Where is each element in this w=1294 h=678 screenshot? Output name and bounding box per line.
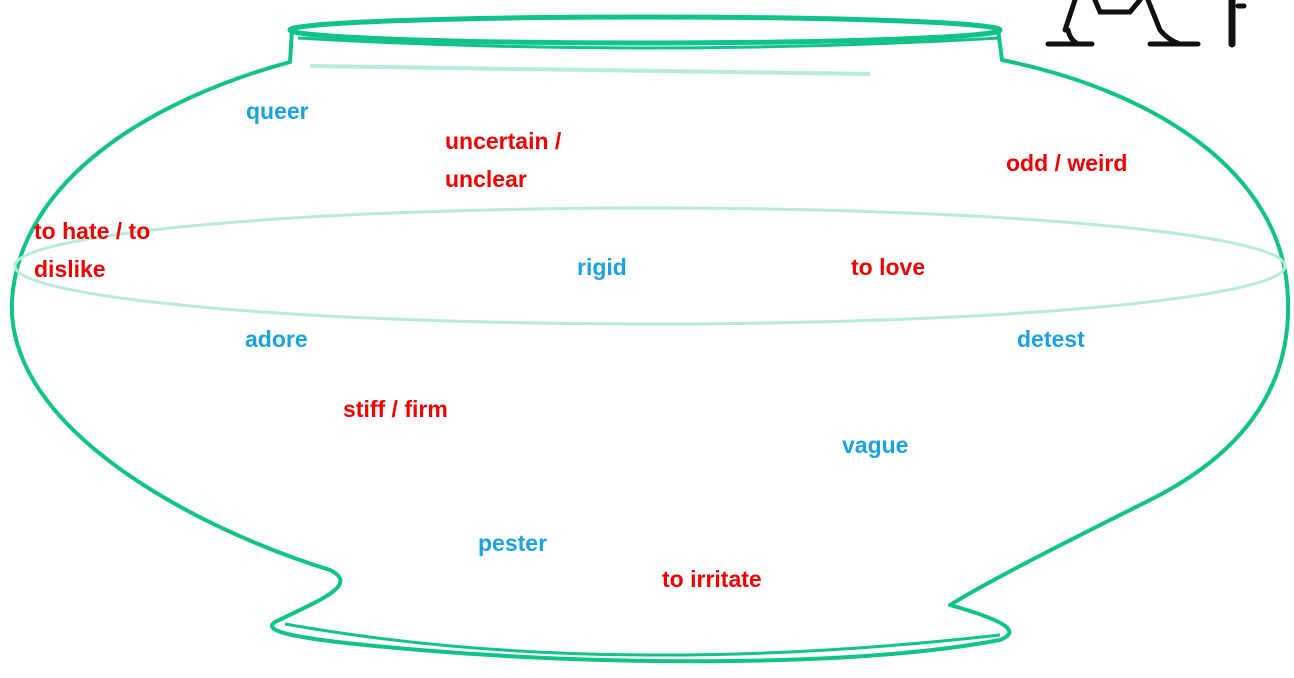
word-adore[interactable]: adore — [245, 326, 308, 352]
word-vague[interactable]: vague — [842, 432, 909, 458]
word-pester[interactable]: pester — [478, 530, 548, 556]
word-to-hate[interactable]: to hate / to dislike — [34, 212, 150, 288]
bowl-rim-inner — [297, 36, 1001, 50]
word-uncertain-line1: uncertain / — [445, 128, 562, 154]
word-uncertain-line2: unclear — [445, 166, 527, 192]
word-uncertain[interactable]: uncertain / unclear — [445, 122, 561, 198]
word-to-hate-line2: dislike — [34, 256, 106, 282]
word-stiff-firm[interactable]: stiff / firm — [343, 396, 448, 422]
word-to-hate-line1: to hate / to — [34, 218, 151, 244]
word-odd-weird[interactable]: odd / weird — [1006, 150, 1128, 176]
word-queer[interactable]: queer — [246, 98, 309, 124]
bowl-rim-shadow — [309, 64, 871, 76]
word-to-irritate[interactable]: to irritate — [662, 566, 762, 592]
word-detest[interactable]: detest — [1017, 326, 1085, 352]
bowl-base-inner — [284, 622, 1001, 657]
word-to-love[interactable]: to love — [851, 254, 926, 280]
bowl-rim-top — [287, 14, 1003, 46]
cartoon-feet-figure — [1045, 0, 1247, 48]
word-rigid[interactable]: rigid — [577, 254, 627, 280]
water-line — [13, 206, 1287, 326]
bowl-body-outline — [9, 29, 1291, 664]
